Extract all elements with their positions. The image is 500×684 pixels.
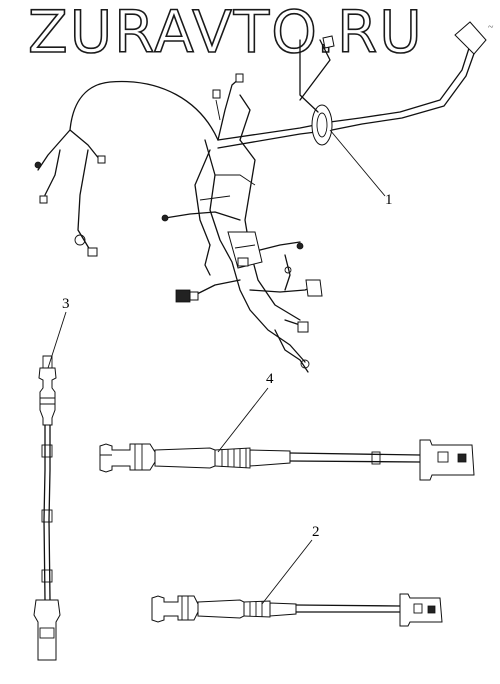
- callout-4: 4: [266, 371, 274, 387]
- relay-block: [227, 231, 263, 269]
- wiring-harness: [34, 21, 487, 373]
- oxygen-sensor-vertical: [33, 355, 61, 661]
- callout-3: 3: [62, 296, 70, 312]
- plug-connector: [175, 289, 191, 303]
- leader-line-2: [261, 539, 313, 605]
- leader-line-4: [217, 387, 269, 453]
- oxygen-sensor-4: [99, 439, 475, 481]
- sensor-2-connector: [399, 593, 443, 627]
- sensor-4-connector: [419, 439, 475, 481]
- oxygen-sensor-2: [151, 593, 443, 627]
- watermark-logo: ZURAVTO.RU: [27, 0, 424, 66]
- connector: [97, 155, 106, 164]
- callout-1: 1: [385, 192, 393, 208]
- leader-line-1: [329, 129, 386, 197]
- corner-mark: ~: [488, 22, 494, 33]
- sensor-3-connector: [33, 599, 61, 661]
- grommet: [311, 104, 333, 146]
- leader-line-3: [47, 311, 67, 369]
- callout-2: 2: [312, 524, 320, 540]
